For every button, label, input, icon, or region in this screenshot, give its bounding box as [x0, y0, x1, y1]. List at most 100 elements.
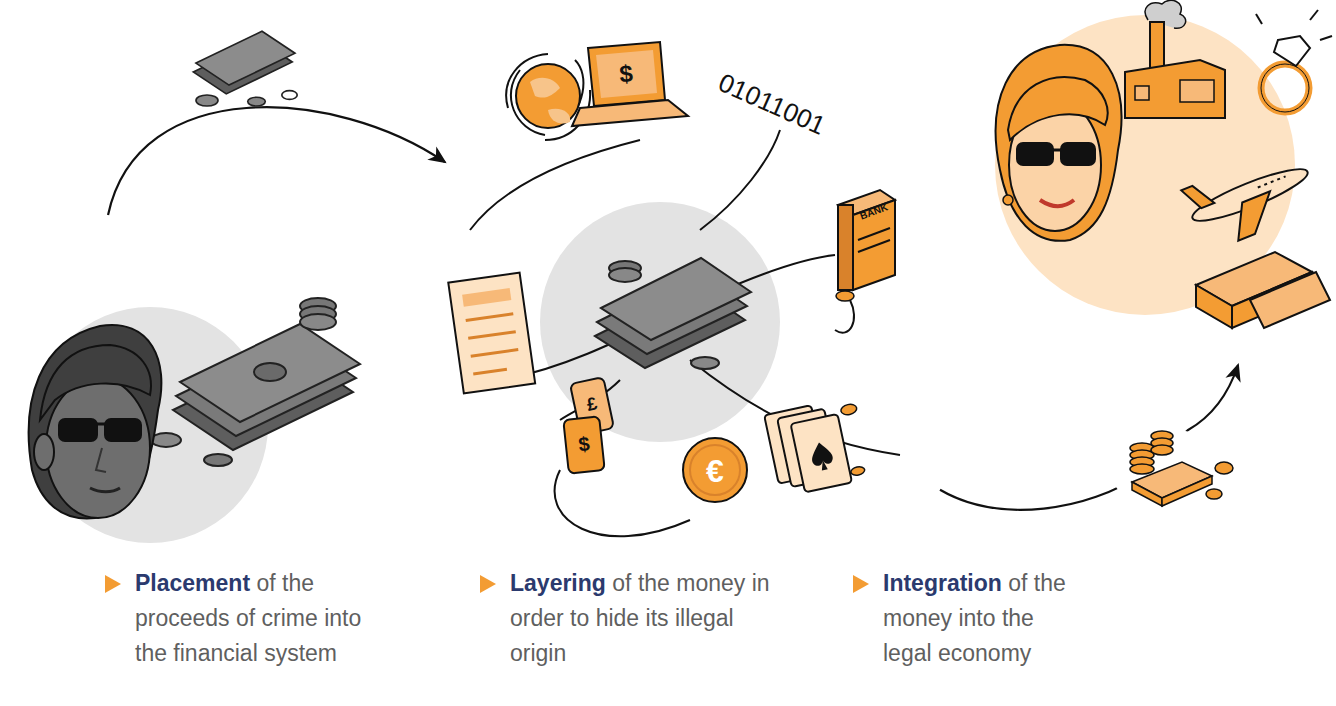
- bullet-triangle-shape: [105, 575, 121, 593]
- private-jet: [1181, 144, 1321, 253]
- bullet-triangle-shape: [480, 575, 496, 593]
- layering-backdrop: [540, 202, 780, 442]
- euro-symbol: €: [706, 455, 724, 487]
- diamond-ring-part: [1261, 64, 1309, 112]
- criminal-head-part: [58, 418, 98, 442]
- private-jet-part: [1226, 191, 1283, 241]
- playing-cards-part: [850, 466, 865, 477]
- document-part: [471, 349, 519, 356]
- bank-sign: BANK: [859, 202, 890, 221]
- flow-arrow: [108, 107, 445, 215]
- globe: [506, 54, 590, 140]
- document: [448, 273, 535, 394]
- playing-cards: [764, 396, 871, 497]
- wealthy-woman-part: [996, 45, 1122, 241]
- globe-part: [548, 109, 570, 124]
- document-part: [466, 314, 514, 321]
- laptop: [572, 42, 688, 126]
- bank-building-part: [838, 205, 853, 290]
- criminal-head-part: [40, 345, 151, 420]
- small-gray-money-part: [248, 97, 266, 106]
- orange-coins-and-cash-part: [1215, 462, 1233, 474]
- diamond-ring-part: [1261, 64, 1309, 112]
- diamond-ring-part: [1274, 36, 1310, 66]
- wealthy-woman-part: [1052, 149, 1062, 152]
- orange-coins-and-cash-part: [1206, 489, 1222, 499]
- document-part: [468, 332, 516, 339]
- bullet-triangle: [480, 575, 496, 593]
- stage-group: Layeringof the money in order to hide it…: [445, 40, 940, 560]
- dollar-symbol: $: [618, 62, 633, 87]
- criminal-head-part: [96, 423, 106, 426]
- orbit-lines-part: [470, 140, 640, 230]
- wealthy-woman: [996, 45, 1122, 241]
- globe-part: [506, 54, 548, 108]
- bullet-triangle: [105, 575, 121, 593]
- binary-digits: 01011001: [715, 69, 829, 139]
- gray-money-center-part: [609, 268, 641, 282]
- orange-cash-stacks-part: [1196, 285, 1232, 328]
- stage-group: Placementof the proceeds of crime into t…: [0, 215, 370, 545]
- document-part: [448, 273, 535, 394]
- euro-coin-part: [683, 438, 747, 502]
- stage-name: Layering: [510, 570, 606, 596]
- small-gray-money-part: [196, 95, 218, 106]
- layering-backdrop-part: [540, 202, 780, 442]
- orange-coins-and-cash-part: [1132, 482, 1162, 506]
- wealthy-woman-part: [1016, 142, 1054, 166]
- dollar-symbol: $: [577, 433, 590, 454]
- bank-building-part: [853, 200, 895, 290]
- orbit-lines-part: [500, 255, 835, 380]
- stage-name: Integration: [883, 570, 1002, 596]
- factory-part: [1180, 80, 1214, 102]
- document-part: [473, 369, 507, 374]
- factory-part: [1150, 22, 1164, 72]
- orange-coins-and-cash-part: [1110, 430, 1234, 510]
- wealthy-woman-part: [1040, 200, 1074, 206]
- orbit-lines-part: [700, 130, 780, 230]
- gray-money-stack-part: [300, 314, 336, 330]
- orange-cash-stacks: [1196, 252, 1330, 328]
- stage-group: Integrationof the money into the legal e…: [980, 0, 1336, 365]
- small-gray-money: [193, 31, 297, 106]
- gray-money-center: [595, 258, 751, 369]
- small-gray-money-part: [196, 31, 295, 85]
- stage-caption: Placementof the proceeds of crime into t…: [135, 566, 390, 671]
- laptop-part: [572, 100, 688, 126]
- orange-coins-and-cash-part: [1162, 476, 1212, 506]
- bank-building-part: [836, 291, 854, 301]
- orbit-lines-part: [835, 300, 854, 333]
- diamond-ring-part: [1310, 10, 1318, 20]
- orbit-lines-part: [555, 470, 690, 536]
- stage-caption: Integrationof the money into the legal e…: [883, 566, 1088, 671]
- laptop-part: [588, 42, 665, 106]
- private-jet-part: [1181, 181, 1214, 213]
- orange-coins-and-cash-part: [1151, 445, 1173, 455]
- gray-money-stack-part: [254, 363, 286, 381]
- flow-arrow: [940, 365, 1238, 510]
- factory-part: [1135, 86, 1149, 100]
- laptop-part: [596, 50, 657, 98]
- criminal-head-part: [46, 378, 150, 518]
- factory: [1125, 0, 1225, 118]
- wealthy-woman-part: [1003, 195, 1013, 205]
- playing-cards-part: [809, 440, 835, 472]
- private-jet-part: [1258, 176, 1286, 187]
- bullet-triangle: [853, 575, 869, 593]
- globe-part: [516, 64, 580, 128]
- document-part: [462, 288, 511, 307]
- gray-money-center-part: [601, 258, 751, 340]
- stage-name: Placement: [135, 570, 250, 596]
- bank-building-part: [858, 240, 890, 252]
- wealthy-woman-part: [1060, 142, 1096, 166]
- diamond-ring: [1256, 10, 1332, 112]
- euro-coin-part: [690, 445, 740, 495]
- criminal-head-part: [90, 488, 120, 492]
- mobile-phones: [563, 377, 614, 474]
- criminal-head-part: [96, 448, 106, 472]
- diamond-ring-part: [1320, 36, 1332, 40]
- bank-building: [836, 190, 895, 301]
- orange-cash-stacks-part: [1250, 272, 1330, 328]
- bullet-triangle-shape: [853, 575, 869, 593]
